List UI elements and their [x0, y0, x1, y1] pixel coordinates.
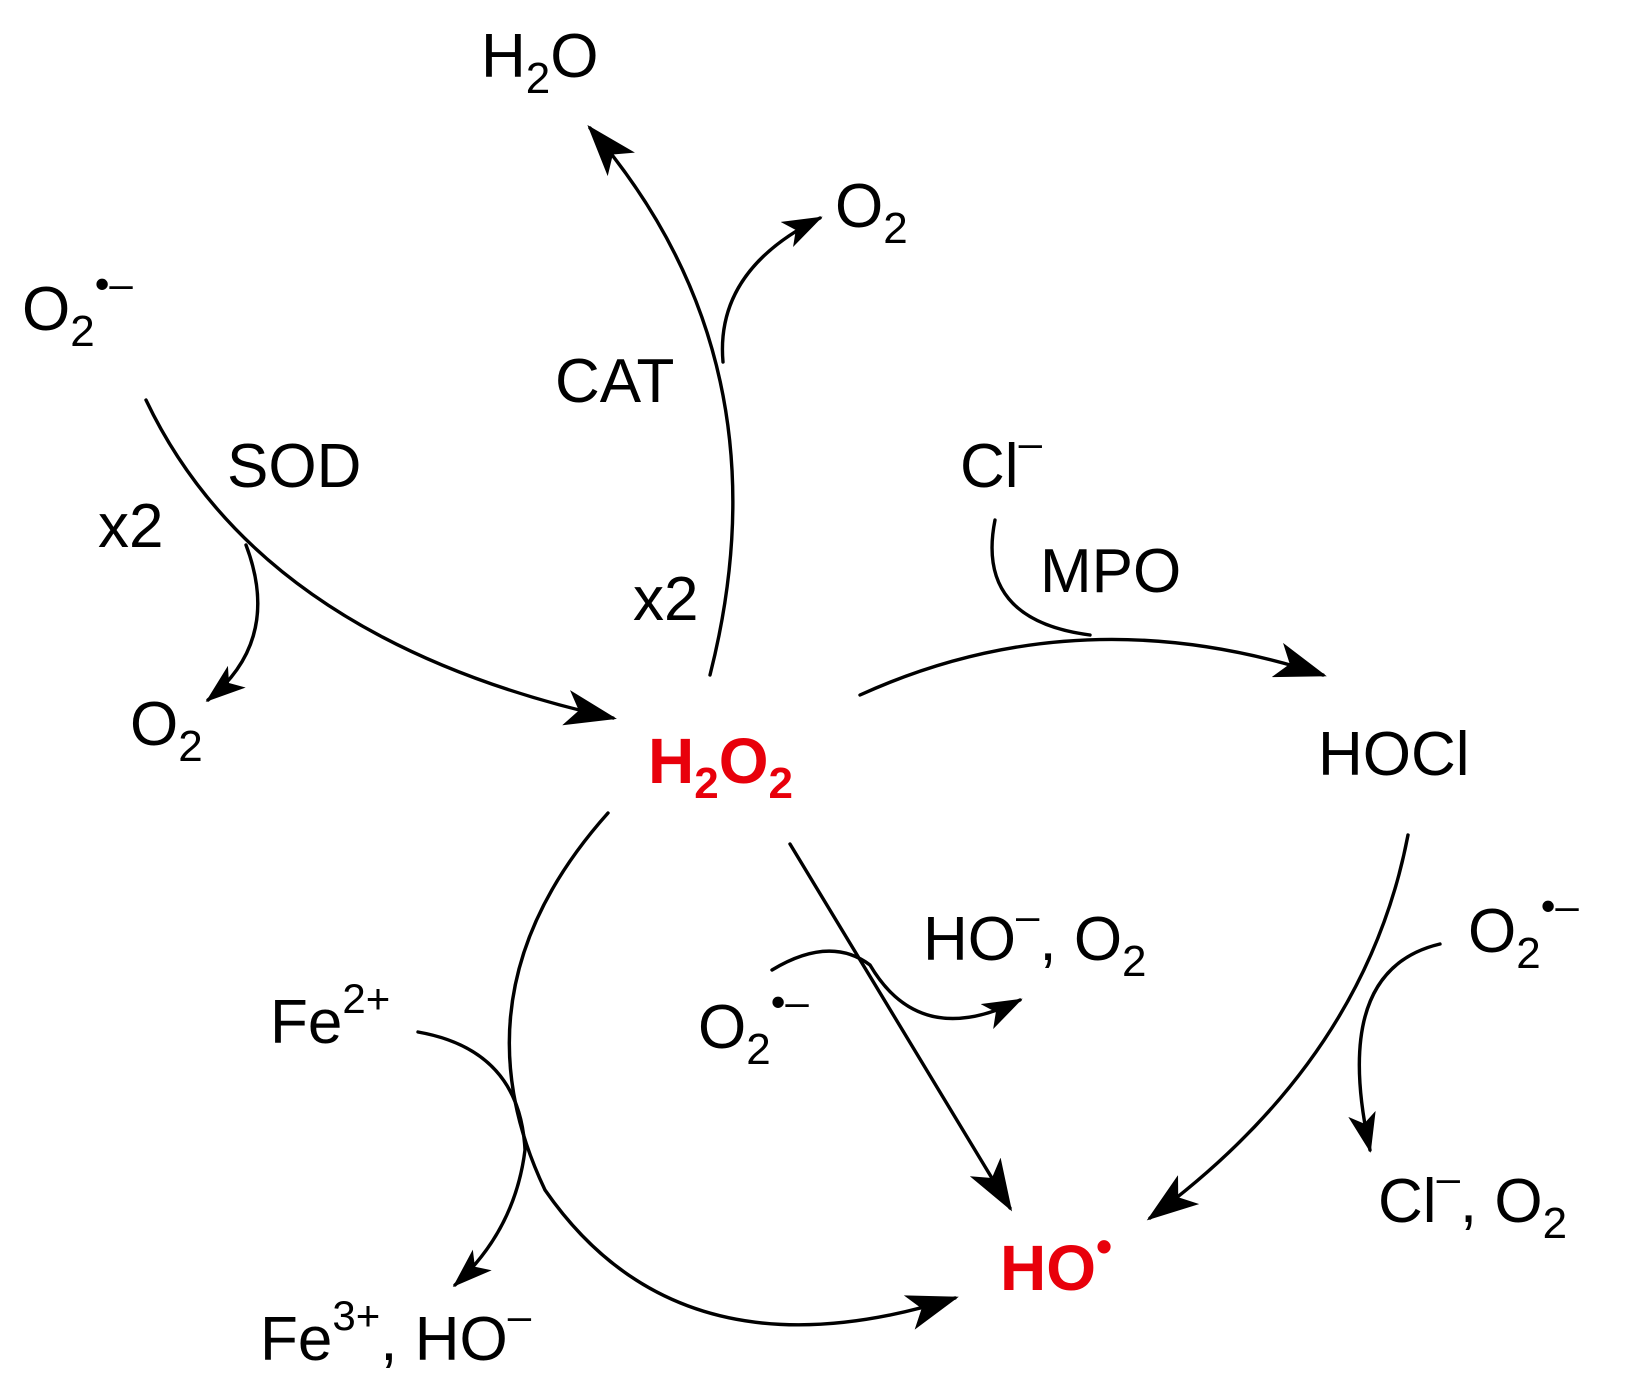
o2-cat-product: O2	[835, 172, 908, 253]
mpo-chloride-arrow	[990, 518, 1092, 637]
fe3-hydroxide-product: Fe3+, HO–	[260, 1292, 532, 1374]
cat-o2-release-arrow	[720, 216, 823, 364]
cat-stoichiometry-label: x2	[633, 565, 698, 634]
cat-enzyme-label: CAT	[555, 347, 674, 416]
chloride-reactant: Cl–	[960, 419, 1043, 501]
middle-superoxide-arrow	[770, 949, 1023, 1030]
superoxide-right: O2•–	[1468, 882, 1579, 978]
sod-stoichiometry-label: x2	[98, 492, 163, 561]
mpo-enzyme-label: MPO	[1040, 537, 1181, 606]
sod-enzyme-label: SOD	[227, 432, 361, 501]
fenton-arrow	[507, 811, 959, 1330]
mpo-arrow	[858, 637, 1327, 697]
sod-o2-release-arrow	[205, 543, 260, 702]
fe2: Fe2+	[270, 975, 390, 1057]
hydroxyl-radical: HO•	[1000, 1220, 1112, 1304]
fe2-to-fe3-arrow	[416, 1030, 527, 1288]
h2o2-center: H2O2	[648, 725, 793, 808]
direct-to-hydroxyl-arrow	[788, 842, 1013, 1212]
chloride-o2-product: Cl–, O2	[1378, 1154, 1567, 1248]
hocl-superoxide-arrow	[1348, 942, 1442, 1153]
hocl: HOCl	[1318, 720, 1470, 789]
o2-sod-product: O2	[130, 690, 203, 771]
superoxide-middle: O2•–	[698, 978, 809, 1074]
hocl-to-hydroxyl-arrow	[1146, 833, 1410, 1221]
sod-arrow	[144, 398, 617, 726]
h2o-cat-product: H2O	[481, 22, 599, 103]
cat-arrow	[587, 124, 735, 677]
hydroxide-o2-product: HO–, O2	[923, 892, 1147, 986]
superoxide-top-left: O2•–	[22, 260, 133, 356]
